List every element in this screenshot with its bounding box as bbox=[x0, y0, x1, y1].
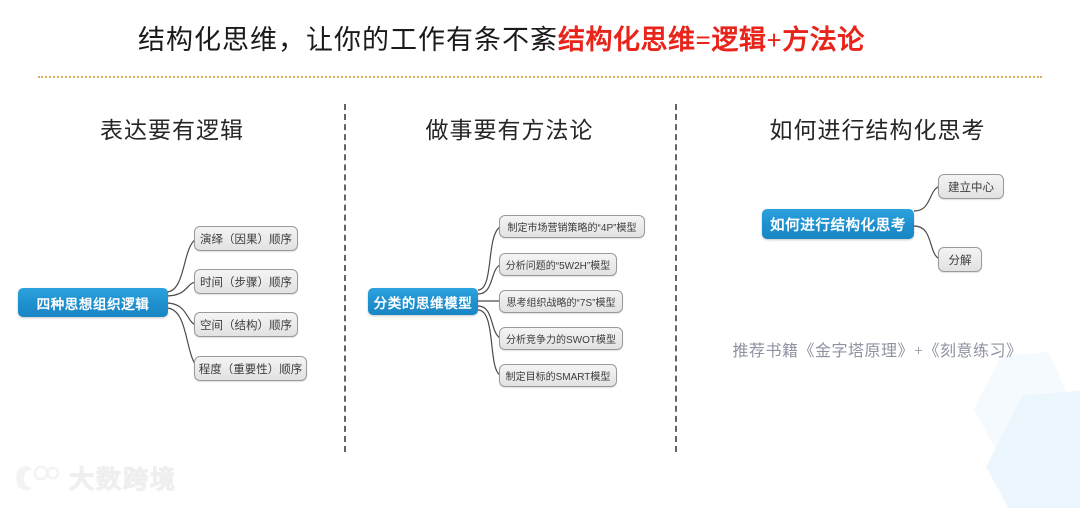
watermark-text: 大数跨境 bbox=[68, 466, 178, 495]
mindmap-leaf-node[interactable]: 程度（重要性）顺序 bbox=[194, 356, 307, 381]
page-title: 结构化思维，让你的工作有条不紊 bbox=[138, 25, 558, 55]
mindmap-root-node-1[interactable]: 四种思想组织逻辑 bbox=[18, 288, 168, 317]
column-divider-right bbox=[675, 104, 677, 452]
header-divider-line bbox=[38, 76, 1042, 78]
brand-logo-icon bbox=[16, 465, 60, 491]
column-heading-3: 如何进行结构化思考 bbox=[769, 118, 986, 143]
mindmap-leaf-node[interactable]: 制定目标的SMART模型 bbox=[499, 364, 617, 387]
mindmap-leaf-node[interactable]: 分析竞争力的SWOT模型 bbox=[499, 327, 623, 350]
corner-hexagon-faint-decoration bbox=[974, 352, 1070, 462]
mindmap-leaf-node[interactable]: 时间（步骤）顺序 bbox=[194, 269, 298, 294]
mindmap-root-node-2[interactable]: 分类的思维模型 bbox=[368, 288, 478, 315]
corner-hexagon-decoration bbox=[986, 390, 1080, 508]
column-heading-1: 表达要有逻辑 bbox=[100, 118, 244, 143]
mindmap-leaf-node[interactable]: 建立中心 bbox=[938, 174, 1004, 199]
mindmap-leaf-node[interactable]: 思考组织战略的“7S”模型 bbox=[499, 290, 623, 313]
page-title-accent: 结构化思维=逻辑+方法论 bbox=[558, 25, 865, 55]
mindmap-leaf-node[interactable]: 演绎（因果）顺序 bbox=[194, 226, 298, 251]
recommended-books-note: 推荐书籍《金字塔原理》+《刻意练习》 bbox=[732, 343, 1023, 360]
mindmap-leaf-node[interactable]: 制定市场营销策略的“4P”模型 bbox=[499, 215, 645, 238]
column-heading-2: 做事要有方法论 bbox=[425, 118, 594, 143]
mindmap-root-node-3[interactable]: 如何进行结构化思考 bbox=[762, 209, 914, 239]
mindmap-leaf-node[interactable]: 分解 bbox=[938, 247, 982, 272]
column-divider-left bbox=[344, 104, 346, 452]
mindmap-leaf-node[interactable]: 空间（结构）顺序 bbox=[194, 312, 298, 337]
watermark: 大数跨境 bbox=[14, 460, 177, 496]
mindmap-leaf-node[interactable]: 分析问题的“5W2H”模型 bbox=[499, 253, 617, 276]
slide-header: 结构化思维，让你的工作有条不紊 结构化思维=逻辑+方法论 bbox=[0, 20, 1080, 62]
